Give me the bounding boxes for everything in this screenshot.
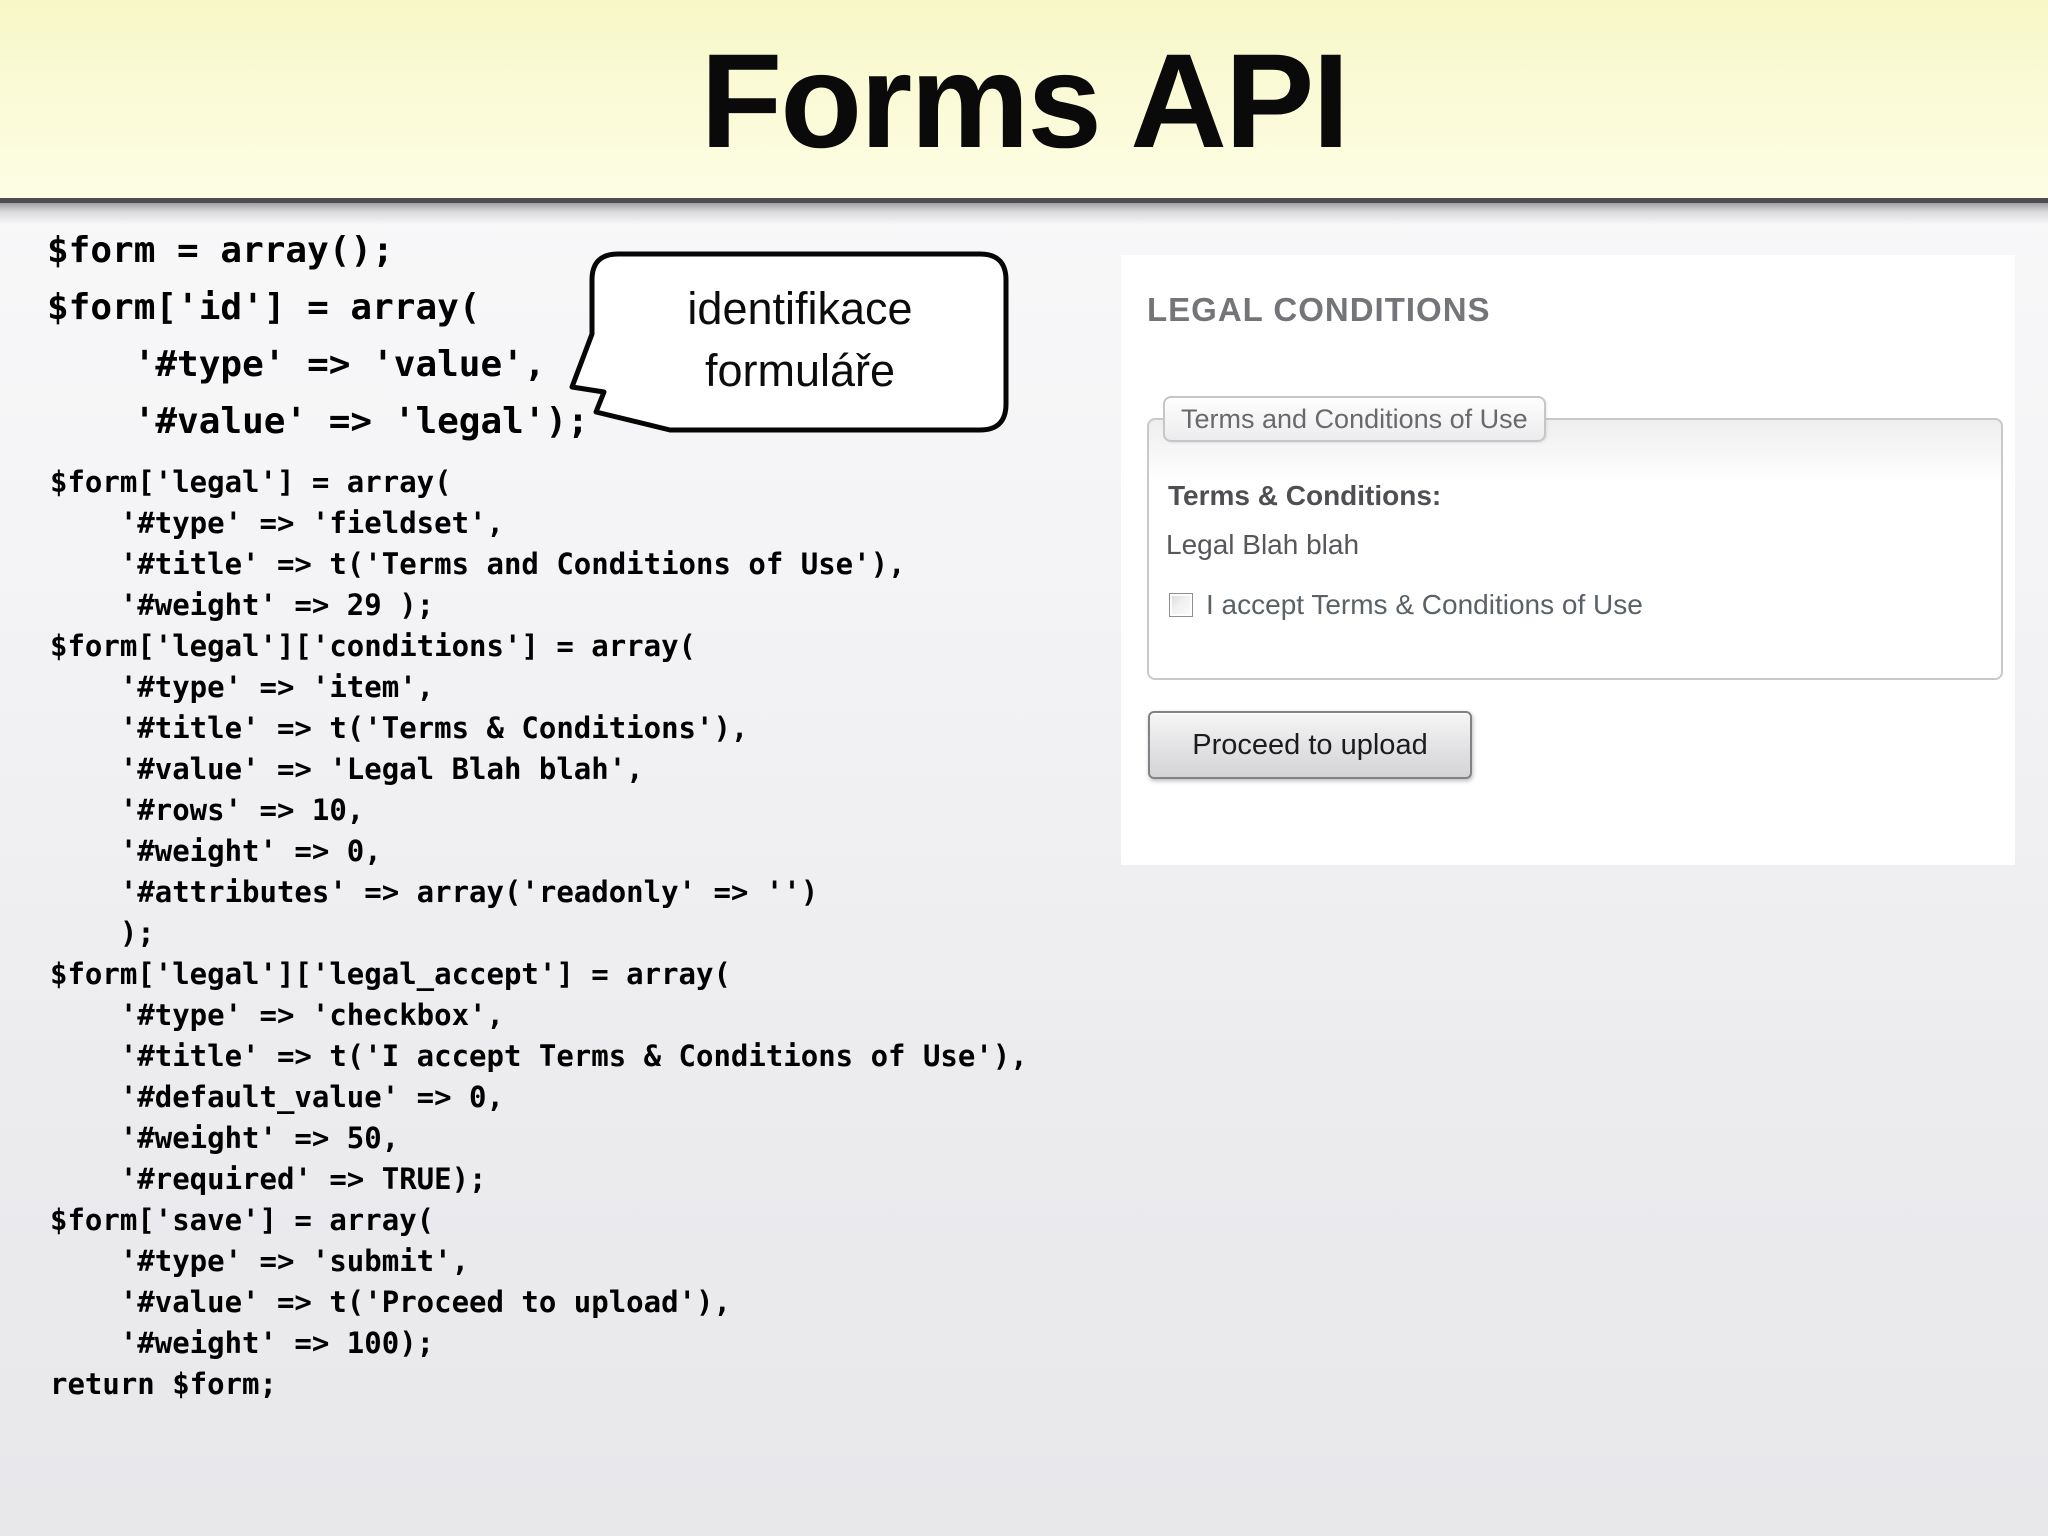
callout-line-1: identifikace xyxy=(687,283,913,334)
terms-item-value: Legal Blah blah xyxy=(1166,529,1360,560)
callout-bubble-shape xyxy=(569,251,1009,433)
form-preview-panel: LEGAL CONDITIONS Terms and Conditions of… xyxy=(1121,255,2015,865)
proceed-to-upload-button[interactable]: Proceed to upload xyxy=(1148,711,1472,779)
callout-line-2: formuláře xyxy=(704,345,896,396)
accept-checkbox-row: I accept Terms & Conditions of Use xyxy=(1169,589,1643,621)
terms-fieldset: Terms and Conditions of Use xyxy=(1147,396,2003,680)
accept-checkbox[interactable] xyxy=(1169,593,1193,617)
code-block-intro: $form = array(); $form['id'] = array( '#… xyxy=(47,230,589,442)
section-heading: LEGAL CONDITIONS xyxy=(1147,291,1491,328)
terms-item-label: Terms & Conditions: xyxy=(1168,480,1442,511)
slide-header: Forms API xyxy=(0,0,2048,203)
fieldset-legend: Terms and Conditions of Use xyxy=(1163,396,1546,442)
accept-checkbox-label[interactable]: I accept Terms & Conditions of Use xyxy=(1206,589,1643,620)
code-block-body: $form['legal'] = array( '#type' => 'fiel… xyxy=(50,465,1028,1401)
page-title: Forms API xyxy=(700,27,1349,176)
callout-text: identifikace formuláře xyxy=(592,254,1008,426)
